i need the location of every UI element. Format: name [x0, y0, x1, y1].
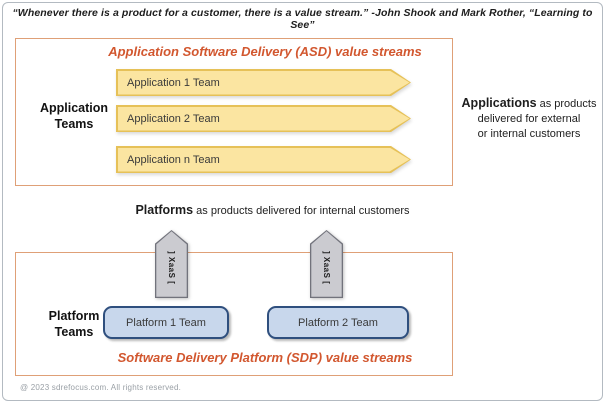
asd-value-streams-box: Application Software Delivery (ASD) valu…	[15, 38, 453, 186]
platforms-note-lead: Platforms	[135, 203, 194, 217]
xaas-label-1: ] XaaS [	[167, 251, 176, 285]
sdp-value-streams-box: Software Delivery Platform (SDP) value s…	[15, 252, 453, 376]
application-n-team-label: Application n Team	[127, 153, 220, 166]
platform-teams-label-line2: Teams	[54, 324, 94, 339]
up-arrow-fill	[156, 231, 187, 297]
applications-note-rest: as products	[536, 98, 597, 110]
value-stream-arrow-application-1: Application 1 Team	[116, 69, 411, 96]
value-stream-arrow-application-n: Application n Team	[116, 146, 411, 173]
application-teams-label-line1: Application	[39, 101, 109, 115]
platform-1-team-box: Platform 1 Team	[103, 306, 229, 339]
arrow-fill	[118, 107, 410, 131]
applications-as-products-note: Applications as products delivered for e…	[458, 95, 600, 142]
sdp-title: Software Delivery Platform (SDP) value s…	[117, 350, 413, 365]
xaas-label-2: ] XaaS [	[322, 251, 331, 285]
applications-note-line3: or internal customers	[477, 127, 581, 140]
arrow-fill	[118, 148, 410, 172]
arrow-fill	[118, 71, 410, 95]
platform-2-team-box: Platform 2 Team	[267, 306, 409, 339]
application-teams-label: Application Teams	[28, 101, 120, 132]
xaas-up-arrow-platform-1: ] XaaS [	[155, 230, 188, 298]
platforms-note-rest: as products delivered for internal custo…	[193, 205, 410, 217]
application-2-team-label: Application 2 Team	[127, 112, 220, 125]
platform-teams-label-line1: Platform	[48, 309, 100, 323]
quote-text: “Whenever there is a product for a custo…	[12, 7, 593, 31]
application-teams-label-line2: Teams	[54, 116, 94, 131]
value-stream-arrow-application-2: Application 2 Team	[116, 105, 411, 132]
up-arrow-fill	[311, 231, 342, 297]
platform-teams-label: Platform Teams	[28, 309, 120, 340]
copyright-note: @ 2023 sdrefocus.com. All rights reserve…	[20, 383, 182, 392]
applications-note-lead: Applications	[461, 96, 537, 110]
asd-title: Application Software Delivery (ASD) valu…	[108, 44, 422, 59]
xaas-up-arrow-platform-2: ] XaaS [	[310, 230, 343, 298]
applications-note-line2: delivered for external	[477, 112, 581, 125]
platforms-as-products-note: Platforms as products delivered for inte…	[40, 203, 505, 217]
application-1-team-label: Application 1 Team	[127, 76, 220, 89]
